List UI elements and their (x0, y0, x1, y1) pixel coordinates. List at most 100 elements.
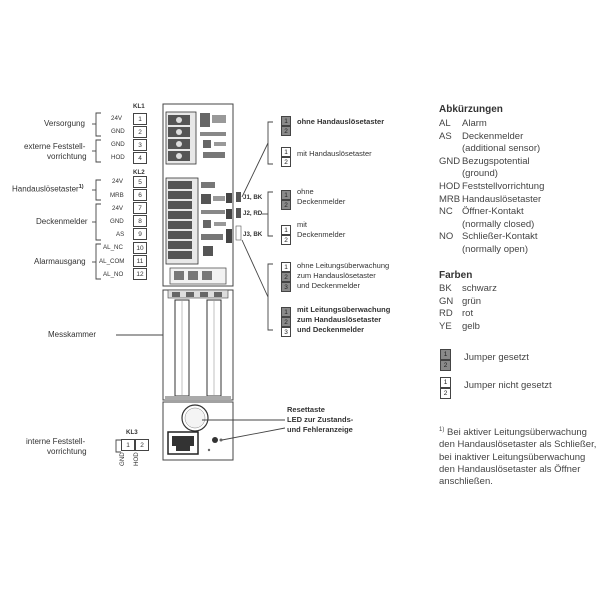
terminal-block-kl2 (165, 177, 199, 265)
j1-set-2: 2 (281, 126, 291, 136)
color-key: YE (439, 320, 452, 332)
j3-a-3: 3 (281, 282, 291, 292)
jumper-j3-label: J3, BK (243, 231, 263, 238)
abbreviation-value: Bezugspotential (462, 155, 530, 167)
status-led (212, 437, 218, 443)
kl2-sig-10: AL_NC (103, 244, 123, 251)
kl3-title: KL3 (126, 429, 138, 436)
kl2-sig-9: AS (116, 231, 125, 238)
kl2-pin-6: 6 (133, 189, 147, 201)
label-handausloesetaster-text: Handauslösetaster (12, 184, 79, 194)
kl2-sig-11: AL_COM (99, 258, 125, 265)
j1-set-text: ohne Handauslösetaster (297, 117, 385, 126)
abbreviation-value: (normally open) (462, 244, 528, 255)
j3-a-2: 2 (281, 272, 291, 282)
label-messkammer: Messkammer (48, 330, 97, 339)
kl1-pin-4: 4 (133, 152, 147, 164)
footnote-line-4: den Handauslösetaster als Öffner (439, 464, 581, 476)
kl1-sig-1: 24V (111, 115, 123, 122)
j3-b-text-1: mit Leitungsüberwachung (297, 305, 391, 314)
kl3-pin-2: 2 (135, 439, 149, 451)
kl2-sig-7: 24V (112, 205, 124, 212)
j3-a-1: 1 (281, 262, 291, 272)
abbreviation-key: AL (439, 118, 451, 129)
footnote: 1) Bei aktiver Leitungsüberwachung den H… (439, 424, 599, 489)
abbreviation-key: GND (439, 155, 461, 167)
colors-title: Farben (439, 270, 473, 281)
j3-b-2: 2 (281, 317, 291, 327)
j3-a-text-2: zum Handauslösetaster (297, 271, 376, 280)
abbreviation-value: Handauslösetaster (462, 193, 542, 205)
j3-b-1: 1 (281, 307, 291, 317)
legend-jumper-not-2: 2 (440, 388, 451, 399)
jumper-header-j3 (226, 229, 232, 243)
kl3-sig-hod: HOD (133, 452, 140, 466)
kl2-pin-12: 12 (133, 268, 147, 280)
footnote-mark: 1) (439, 427, 445, 433)
color-value: rot (462, 308, 474, 320)
kl2-sig-5: 24V (112, 178, 124, 185)
kl1-sig-2: GND (111, 128, 125, 135)
legend-jumper-set-1: 1 (440, 349, 451, 360)
kl1-pin-2: 2 (133, 126, 147, 138)
color-key: BK (439, 283, 452, 294)
j3-b-text-3: und Deckenmelder (297, 325, 365, 334)
kl2-pin-8: 8 (133, 215, 147, 227)
kl1-pin-3: 3 (133, 139, 147, 151)
j1-not-1: 1 (281, 147, 291, 157)
kl2-title: KL2 (133, 169, 145, 176)
kl2-pin-5: 5 (133, 176, 147, 188)
reset-label-1: Resettaste (287, 405, 325, 414)
j2-set-text-2: Deckenmelder (297, 197, 346, 206)
abbreviation-value: Alarm (462, 118, 487, 129)
abbreviation-key: NC (439, 206, 453, 218)
label-alarmausgang: Alarmausgang (34, 257, 86, 266)
abbreviation-key: MRB (439, 193, 461, 205)
label-handausloesetaster: Handauslösetaster1) (12, 184, 84, 194)
jumper-j1-label: J1, BK (243, 194, 263, 201)
jumper-header-j2 (226, 209, 232, 219)
kl2-pin-10: 10 (133, 242, 147, 254)
j2-set-1: 1 (281, 190, 291, 200)
j2-not-text-2: Deckenmelder (297, 230, 346, 239)
label-externe-line2: vorrichtung (47, 152, 87, 161)
color-key: RD (439, 308, 453, 320)
kl1-pin-1: 1 (133, 113, 147, 125)
legend-jumper-set-text: Jumper gesetzt (464, 352, 529, 363)
j2-not-1: 1 (281, 225, 291, 235)
label-externe-line1: externe Feststell- (24, 142, 86, 151)
legend-jumper-set-2: 2 (440, 360, 451, 371)
color-key: GN (439, 295, 454, 307)
label-versorgung: Versorgung (44, 119, 85, 128)
kl2-pin-9: 9 (133, 228, 147, 240)
kl1-sig-4: HOD (111, 154, 125, 161)
j3-b-text-2: zum Handauslösetaster (297, 315, 382, 324)
kl2-sig-12: AL_NO (103, 271, 124, 278)
legend-jumper-not-1: 1 (440, 377, 451, 388)
abbreviation-key: HOD (439, 181, 461, 192)
board-lower (162, 401, 234, 461)
abbreviations-title: Abkürzungen (439, 104, 503, 115)
j2-not-2: 2 (281, 235, 291, 245)
footnote-line-2: den Handauslösetaster als Schließer, (439, 439, 597, 451)
footnote-line-5: anschließen. (439, 476, 493, 488)
reset-label-3: und Fehleranzeige (287, 425, 353, 434)
j2-set-2: 2 (281, 200, 291, 210)
label-deckenmelder: Deckenmelder (36, 217, 88, 226)
j3-b-3: 3 (281, 327, 291, 337)
kl2-sig-6: MRB (110, 192, 124, 199)
label-interne-line1: interne Feststell- (26, 437, 86, 446)
reset-label-2: LED zur Zustands- (287, 415, 354, 424)
j2-set-text-1: ohne (297, 187, 314, 196)
kl3-pin-1: 1 (121, 439, 135, 451)
abbreviation-key: NO (439, 231, 454, 243)
j3-a-text-3: und Deckenmelder (297, 281, 360, 290)
j1-not-text: mit Handauslösetaster (297, 149, 372, 158)
abbreviation-value: Schließer-Kontakt (462, 231, 538, 243)
abbreviation-key: AS (439, 130, 452, 142)
abbreviation-value: (ground) (462, 168, 498, 180)
measuring-chamber (162, 289, 234, 401)
abbreviation-value: (additional sensor) (462, 143, 541, 155)
kl1-sig-3: GND (111, 141, 125, 148)
